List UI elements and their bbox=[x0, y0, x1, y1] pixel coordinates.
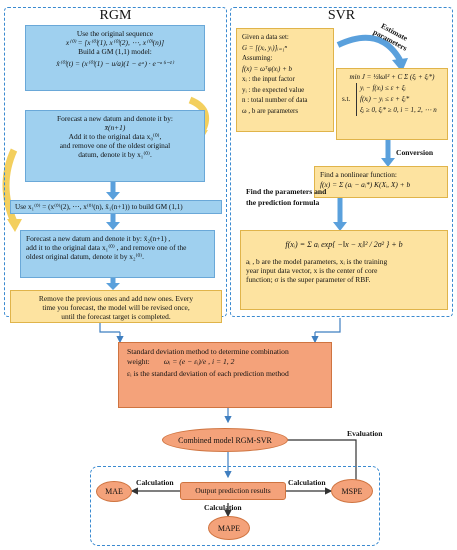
combined-model-node: Combined model RGM-SVR bbox=[162, 428, 288, 452]
rgm-box4-line1: Forecast a new datum and denote it by: x… bbox=[26, 234, 171, 243]
rgm-box2-symbol: x̄(n+1) bbox=[104, 123, 126, 132]
svr-box4-l3: function; σ is the super parameter of RB… bbox=[246, 275, 371, 284]
rgm-forecast-box-1: Forecast a new datum and denote it by: x… bbox=[25, 110, 205, 182]
combo-formula: ωᵢ = (e − εᵢ)/e , i = 1, 2 bbox=[163, 357, 235, 366]
svr-box2-l2: yᵢ − f(xᵢ) ≤ ε + ξᵢ bbox=[360, 84, 406, 92]
svr-box2-l1: min J = ½‖ω‖² + C Σ (ξᵢ + ξᵢ*) bbox=[349, 73, 435, 81]
evaluation-panel bbox=[90, 466, 380, 546]
rgm-loop-arrowhead-2 bbox=[7, 219, 22, 232]
svr-panel bbox=[230, 7, 453, 317]
svr-box1-l1: Given a data set: bbox=[242, 33, 289, 41]
svr-nonlinear-box: Find a nonlinear function: f(x) = Σ (aᵢ … bbox=[314, 166, 448, 198]
estimate-arrow bbox=[336, 34, 403, 62]
svr-box2-l4: ξᵢ ≥ 0, ξᵢ* ≥ 0, i = 1, 2, ⋯ n bbox=[360, 106, 437, 114]
rgm-box1-line2: Build a GM (1,1) model: bbox=[78, 47, 152, 56]
rgm-box1-line1: Use the original sequence bbox=[76, 29, 154, 38]
rgm-box2-line3: and remove one of the oldest original bbox=[59, 141, 171, 150]
svr-box1-l4: f(x) = ωᵀφ(xᵢ) + b bbox=[242, 64, 293, 73]
svr-box1-l8: ω , b are parameters bbox=[242, 106, 299, 115]
rgm-box4-line2: add it to the original data x₁⁽⁰⁾ , and … bbox=[26, 243, 187, 252]
svr-box1-l5: xᵢ : the input factor bbox=[242, 75, 295, 83]
rgm-title: RGM bbox=[99, 8, 132, 23]
rgm-use-box: Use x₁⁽⁰⁾ = (x⁽⁰⁾(2), ⋯, x⁽⁰⁾(n), x̄₁(n+… bbox=[10, 200, 222, 214]
mape-node: MAPE bbox=[208, 516, 250, 540]
svr-box2-st: s.t. bbox=[342, 95, 351, 103]
svr-to-combo bbox=[315, 318, 341, 333]
evaluation-label: Evaluation bbox=[347, 429, 383, 438]
rgm-box2-line2: Add it to the original data x₀⁽⁰⁾, bbox=[68, 132, 162, 141]
svr-box1-l3: Assuming: bbox=[242, 54, 273, 62]
rgm-remove-box: Remove the previous ones and add new one… bbox=[10, 290, 222, 323]
svr-box1-l7: n : total number of data bbox=[242, 96, 308, 104]
combo-l2: weight: bbox=[127, 357, 150, 366]
svr-box4-l2: year input data vector, x is the center … bbox=[246, 266, 378, 275]
svr-prediction-box: f(xᵢ) = Σ aᵢ exp{ −‖x − xᵢ‖² / 2σ² } + b… bbox=[240, 230, 448, 310]
svr-box1-l2: G = [(xᵢ, yᵢ)]ᵢ₌₁ⁿ bbox=[242, 43, 287, 52]
rgm-gm-formula: x̂⁽⁰⁾(t) = (x⁽⁰⁾(1) − u/a)(1 − eᵃ) · e⁻ᵃ… bbox=[56, 59, 174, 68]
rgm-sequence: x⁽⁰⁾ = [x⁽⁰⁾(1), x⁽⁰⁾(2), ⋯, x⁽⁰⁾(n)] bbox=[65, 38, 165, 47]
find-parameters-label: Find the parameters and the prediction f… bbox=[246, 187, 327, 207]
svr-box4-l1: aᵢ , b are the model parameters, xᵢ is t… bbox=[246, 257, 388, 266]
svr-objective-box: min J = ½‖ω‖² + C Σ (ξᵢ + ξᵢ*) s.t. yᵢ −… bbox=[336, 68, 448, 140]
evaluation-loop bbox=[274, 436, 357, 485]
svr-box3-l1: Find a nonlinear function: bbox=[320, 170, 397, 179]
rgm-box5-line2: time you forecast, the model will be rev… bbox=[42, 303, 190, 312]
combination-weight-box: Standard deviation method to determine c… bbox=[118, 342, 332, 408]
mae-node: MAE bbox=[96, 481, 132, 502]
calculation-label-left: Calculation bbox=[136, 478, 174, 487]
svr-dataset-box: Given a data set: G = [(xᵢ, yᵢ)]ᵢ₌₁ⁿ Ass… bbox=[236, 28, 334, 132]
svr-box1-l6: yᵢ : the expected value bbox=[242, 85, 305, 94]
output-results-box: Output prediction results bbox=[180, 482, 286, 500]
rgm-box2-line4: datum, denote it by x₁⁽⁰⁾. bbox=[78, 150, 152, 159]
svr-title: SVR bbox=[327, 8, 356, 23]
calculation-label-right: Calculation bbox=[288, 478, 326, 487]
combo-l3: εᵢ is the standard deviation of each pre… bbox=[127, 369, 289, 378]
combo-l1: Standard deviation method to determine c… bbox=[127, 347, 289, 356]
svr-box3-l2: f(x) = Σ (aᵢ − aᵢ*) K(Xᵢ, X) + b bbox=[320, 180, 411, 189]
rgm-box2-line1: Forecast a new datum and denote it by: bbox=[57, 114, 173, 123]
svr-box2-l3: f(xᵢ) − yᵢ ≤ ε + ξᵢ* bbox=[360, 95, 410, 103]
calculation-label-bottom: Calculation bbox=[204, 503, 242, 512]
rgm-box5-line3: until the forecast target is completed. bbox=[61, 312, 171, 321]
conversion-label: Conversion bbox=[396, 148, 434, 157]
svr-box4-formula: f(xᵢ) = Σ aᵢ exp{ −‖x − xᵢ‖² / 2σ² } + b bbox=[285, 240, 403, 249]
rgm-build-box: Use the original sequence x⁽⁰⁾ = [x⁽⁰⁾(1… bbox=[25, 25, 205, 91]
rgm-box5-line1: Remove the previous ones and add new one… bbox=[38, 294, 194, 303]
rgm-forecast-box-2: Forecast a new datum and denote it by: x… bbox=[20, 230, 215, 278]
rgm-loop-arrow-2 bbox=[2, 148, 18, 224]
mspe-node: MSPE bbox=[331, 479, 373, 503]
rgm-box4-line3: oldest original datum, denote it by x₂⁽⁰… bbox=[26, 252, 144, 261]
